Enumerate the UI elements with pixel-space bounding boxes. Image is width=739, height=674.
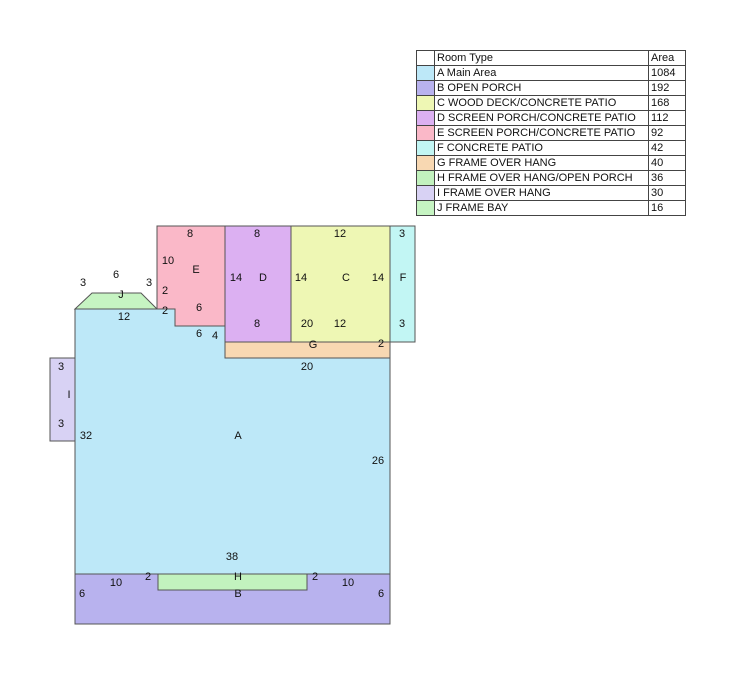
legend-color-swatch: [416, 80, 435, 96]
dim-label: 12: [118, 311, 130, 323]
dim-label: 14: [230, 272, 242, 284]
legend-area: 92: [648, 125, 686, 141]
legend-color-swatch: [416, 155, 435, 171]
legend-room-type: H FRAME OVER HANG/OPEN PORCH: [434, 170, 649, 186]
dim-label: 3: [399, 228, 405, 240]
room-j-frame-bay: [73, 292, 159, 310]
dim-label: 14: [295, 272, 307, 284]
room-g-frame-over-hang: [224, 341, 391, 359]
room-label-i: I: [67, 389, 70, 401]
room-label-e: E: [192, 264, 199, 276]
room-label-a: A: [234, 430, 242, 442]
legend-area: 42: [648, 140, 686, 156]
legend-color-swatch: [416, 95, 435, 111]
room-i-frame-over-hang: [49, 357, 76, 442]
dim-label: 38: [226, 551, 238, 563]
dim-label: 10: [342, 577, 354, 589]
legend-header-area: Area: [648, 50, 686, 66]
dim-label: 2: [162, 305, 168, 317]
legend-room-type: D SCREEN PORCH/CONCRETE PATIO: [434, 110, 649, 126]
dim-label: 20: [301, 318, 313, 330]
room-label-g: G: [309, 339, 318, 351]
room-label-d: D: [259, 272, 267, 284]
legend-room-type: I FRAME OVER HANG: [434, 185, 649, 201]
room-label-j: J: [118, 289, 124, 301]
room-c-wood-deck: [290, 225, 391, 343]
dim-label: 2: [145, 571, 151, 583]
dim-label: 14: [372, 272, 384, 284]
room-d-screen-porch: [224, 225, 292, 343]
legend-area: 168: [648, 95, 686, 111]
dim-label: 3: [399, 318, 405, 330]
room-label-f: F: [400, 272, 407, 284]
legend-room-type: F CONCRETE PATIO: [434, 140, 649, 156]
dim-label: 4: [212, 330, 218, 342]
room-h-frame-over-hang-open-porch: [157, 573, 308, 591]
legend-area: 192: [648, 80, 686, 96]
dim-label: 8: [254, 228, 260, 240]
room-label-b: B: [234, 588, 241, 600]
legend-area: 30: [648, 185, 686, 201]
legend-color-swatch: [416, 65, 435, 81]
legend-color-swatch: [416, 200, 435, 216]
dim-label: 10: [110, 577, 122, 589]
dim-label: 3: [58, 418, 64, 430]
dim-label: 2: [312, 571, 318, 583]
legend-color-swatch: [416, 110, 435, 126]
dim-label: 3: [58, 361, 64, 373]
legend-area: 16: [648, 200, 686, 216]
dim-label: 20: [301, 361, 313, 373]
legend-area: 1084: [648, 65, 686, 81]
legend-swatch-header: [416, 50, 435, 66]
dim-label: 3: [80, 277, 86, 289]
dim-label: 6: [79, 588, 85, 600]
dim-label: 2: [162, 285, 168, 297]
dim-label: 32: [80, 430, 92, 442]
legend-room-type: E SCREEN PORCH/CONCRETE PATIO: [434, 125, 649, 141]
legend-header-room-type: Room Type: [434, 50, 649, 66]
dim-label: 6: [196, 302, 202, 314]
legend-room-type: G FRAME OVER HANG: [434, 155, 649, 171]
legend-room-type: C WOOD DECK/CONCRETE PATIO: [434, 95, 649, 111]
legend-room-type: A Main Area: [434, 65, 649, 81]
legend-area: 40: [648, 155, 686, 171]
dim-label: 3: [146, 277, 152, 289]
dim-label: 26: [372, 455, 384, 467]
legend-header-row: Room Type Area: [416, 50, 686, 66]
dim-label: 8: [254, 318, 260, 330]
dim-label: 12: [334, 228, 346, 240]
dim-label: 12: [334, 318, 346, 330]
legend-color-swatch: [416, 185, 435, 201]
dim-label: 6: [113, 269, 119, 281]
legend-room-type: J FRAME BAY: [434, 200, 649, 216]
dim-label: 2: [378, 338, 384, 350]
dim-label: 10: [162, 255, 174, 267]
legend-color-swatch: [416, 140, 435, 156]
dim-label: 6: [378, 588, 384, 600]
legend-area: 36: [648, 170, 686, 186]
legend-color-swatch: [416, 125, 435, 141]
legend-color-swatch: [416, 170, 435, 186]
room-f-concrete-patio: [389, 225, 416, 343]
legend-room-type: B OPEN PORCH: [434, 80, 649, 96]
dim-label: 8: [187, 228, 193, 240]
dim-label: 6: [196, 328, 202, 340]
room-label-h: H: [234, 571, 242, 583]
legend-area: 112: [648, 110, 686, 126]
room-label-c: C: [342, 272, 350, 284]
